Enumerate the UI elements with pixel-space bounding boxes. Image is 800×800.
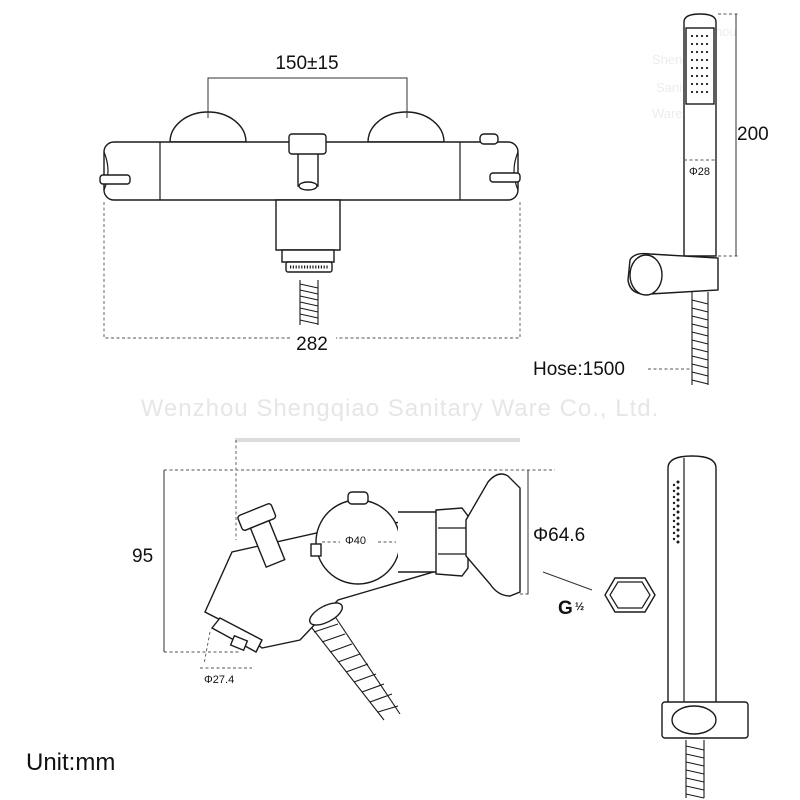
thread-group: G ½	[542, 571, 656, 619]
holder-mount	[629, 254, 663, 296]
dim-phi646-label: Φ64.6	[533, 525, 585, 546]
diverter-stem	[297, 149, 319, 187]
dim-150-label: 150±15	[275, 53, 338, 74]
right-lever	[489, 172, 521, 183]
mixer-side-view	[204, 473, 521, 721]
dim-phi274-group: Φ27.4	[200, 631, 252, 686]
spout-column	[275, 199, 341, 251]
hose-connector	[308, 602, 344, 626]
dim-200-label: 200	[737, 124, 769, 145]
diverter-side	[237, 503, 286, 569]
side-hose-coil	[313, 623, 399, 713]
left-lever	[99, 174, 131, 185]
shower-front-nozzles	[672, 480, 680, 544]
left-end-cap	[103, 151, 109, 191]
spout-tip-cap	[229, 634, 249, 652]
hand-shower-side: Φ28	[627, 13, 719, 385]
dim-phi646-group: Φ64.6	[520, 470, 585, 595]
thread-fraction-label: ½	[575, 601, 584, 613]
thermostat-top-button	[347, 491, 369, 505]
hex-nut	[435, 507, 469, 577]
thread-g-label: G	[558, 598, 573, 619]
spout-outlet	[281, 249, 335, 263]
shower-hose-coil	[691, 299, 709, 385]
side-hose	[311, 617, 401, 721]
dim-phi274-label: Φ27.4	[204, 674, 234, 686]
dim-150-group: 150±15	[207, 53, 408, 118]
wall-flange	[465, 473, 521, 597]
front-hose-coil	[299, 283, 319, 325]
shower-hose	[691, 292, 709, 385]
right-dome	[367, 111, 445, 143]
shower-front-body	[667, 455, 717, 709]
dim-282-group: 282	[103, 202, 521, 355]
dim-phi40-label: Φ40	[345, 535, 366, 547]
thermostat-left-nub	[310, 543, 322, 557]
hand-shower-front	[661, 455, 749, 799]
hose-length-label: Hose:1500	[533, 359, 625, 380]
dim-95-group: 95	[132, 440, 555, 653]
dim-phi28-label: Φ28	[689, 166, 710, 178]
diverter-knob	[288, 133, 327, 155]
left-dome	[169, 111, 247, 143]
right-end-cap	[513, 151, 519, 191]
handshower-watermark-4: Ware	[652, 106, 683, 121]
dim-200-group: 200	[718, 13, 769, 257]
body-connector	[398, 511, 441, 573]
unit-label: Unit:mm	[26, 749, 115, 776]
safety-button	[479, 133, 499, 145]
spout-aerator	[285, 261, 333, 273]
diverter-bottom	[298, 181, 318, 191]
hose-length-group: Hose:1500	[533, 359, 690, 380]
dim-282-label: 282	[296, 334, 328, 355]
company-watermark: Wenzhou Shengqiao Sanitary Ware Co., Ltd…	[141, 395, 660, 422]
shower-face	[685, 27, 715, 105]
shower-nozzles	[690, 34, 709, 94]
dim-95-label: 95	[132, 546, 153, 567]
hex-nut-end-view	[604, 577, 656, 613]
mixer-front-view	[99, 111, 521, 325]
